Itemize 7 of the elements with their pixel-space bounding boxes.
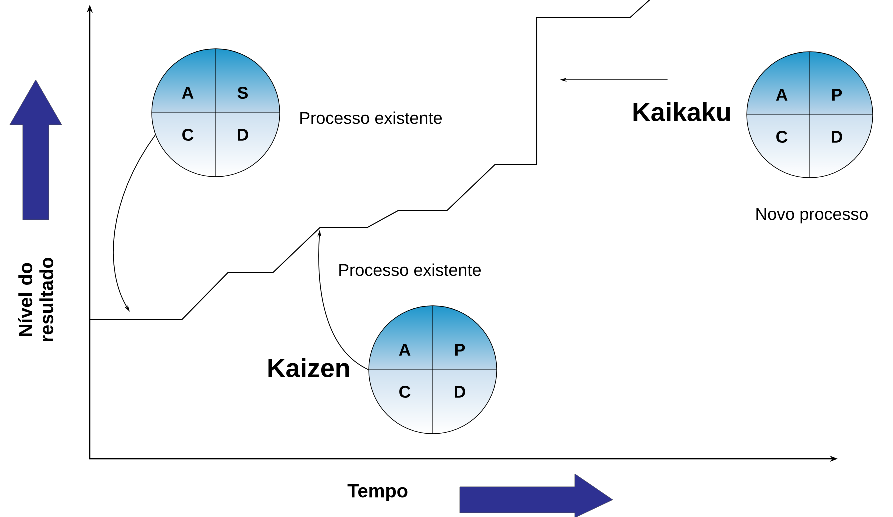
heading-text: Kaizen	[268, 358, 350, 378]
axis-label: Nível do resultado	[18, 258, 54, 342]
caption-text: Processo existente	[300, 112, 442, 124]
caption-text: Processo existente	[340, 264, 482, 276]
axis-label: Tempo	[348, 484, 408, 502]
caption-text: Novo processo	[756, 208, 868, 224]
heading-text: Kaikaku	[634, 102, 730, 122]
